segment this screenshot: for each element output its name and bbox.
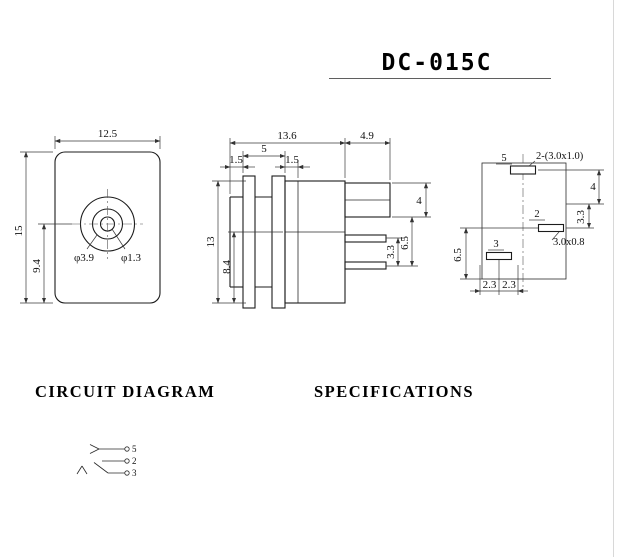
flange-plate-rear [271, 175, 286, 309]
dim-pin3-right: 2.3 [502, 279, 516, 291]
dim-center-to-bottom: 9.4 [31, 259, 43, 273]
side-body-outline [284, 180, 346, 304]
circuit-pin3-terminal [124, 470, 130, 476]
title-block: DC-015C [329, 50, 551, 79]
dim-pin-span: 6.5 [452, 248, 464, 262]
footprint-outline [481, 162, 567, 280]
dim-terminal-pitch: 3.3 [385, 245, 397, 259]
dim-pin3-left: 2.3 [483, 279, 497, 291]
terminal-pin-a [344, 234, 387, 243]
dim-pin-pitch: 3.3 [575, 210, 587, 224]
dim-rear-offset: 1.5 [285, 154, 299, 166]
front-body-outline [54, 151, 161, 304]
circuit-pin2-terminal [124, 458, 130, 464]
dim-body-length: 13.6 [277, 130, 297, 142]
terminal-pin-b [344, 261, 387, 270]
dim-pin-diameter: φ1.3 [121, 252, 142, 264]
dim-terminal-span: 6.5 [399, 236, 411, 250]
circuit-diagram-heading: CIRCUIT DIAGRAM [35, 382, 215, 401]
pin3-number: 3 [493, 239, 498, 250]
pin5-slot [509, 165, 537, 175]
dim-front-width: 12.5 [98, 128, 118, 140]
dim-base-height: 8.4 [221, 260, 233, 274]
slot-size-note: 2-(3.0x1.0) [536, 151, 584, 162]
dim-tab-height: 4 [416, 195, 422, 207]
pin2-number: 2 [534, 209, 539, 220]
circuit-pin3-label: 3 [132, 468, 137, 478]
pin2-size-note: 3.0x0.8 [553, 237, 585, 248]
circuit-pin2-label: 2 [132, 456, 137, 466]
dim-pin-top: 4 [590, 181, 596, 193]
circuit-symbol: 5 2 3 [76, 444, 137, 478]
specifications-heading: SPECIFICATIONS [314, 382, 474, 401]
page-title: DC-015C [382, 50, 493, 76]
dim-front-height: 15 [13, 225, 25, 237]
pin3-slot [485, 251, 513, 261]
pin-layout-view: 5 2 3 2-(3.0x1.0) 3.0x0.8 4 3.3 6.5 2.3 … [452, 151, 604, 295]
dim-flange-section: 5 [261, 143, 267, 155]
dim-front-offset: 1.5 [229, 154, 243, 166]
circuit-pin5-terminal [124, 446, 130, 452]
circuit-pin5-label: 5 [132, 444, 137, 454]
flange-plate-front [242, 175, 256, 309]
pin2-slot [537, 223, 565, 233]
dim-barrel-diameter: φ3.9 [74, 252, 95, 264]
pin5-number: 5 [501, 153, 506, 164]
dim-terminal-length: 4.9 [360, 130, 374, 142]
side-view: 13.6 4.9 5 1.5 1.5 13 8.4 4 3.3 6.5 [205, 130, 431, 309]
front-view: φ3.9 φ1.3 12.5 15 9.4 [13, 128, 161, 304]
dim-body-height: 13 [205, 236, 217, 248]
